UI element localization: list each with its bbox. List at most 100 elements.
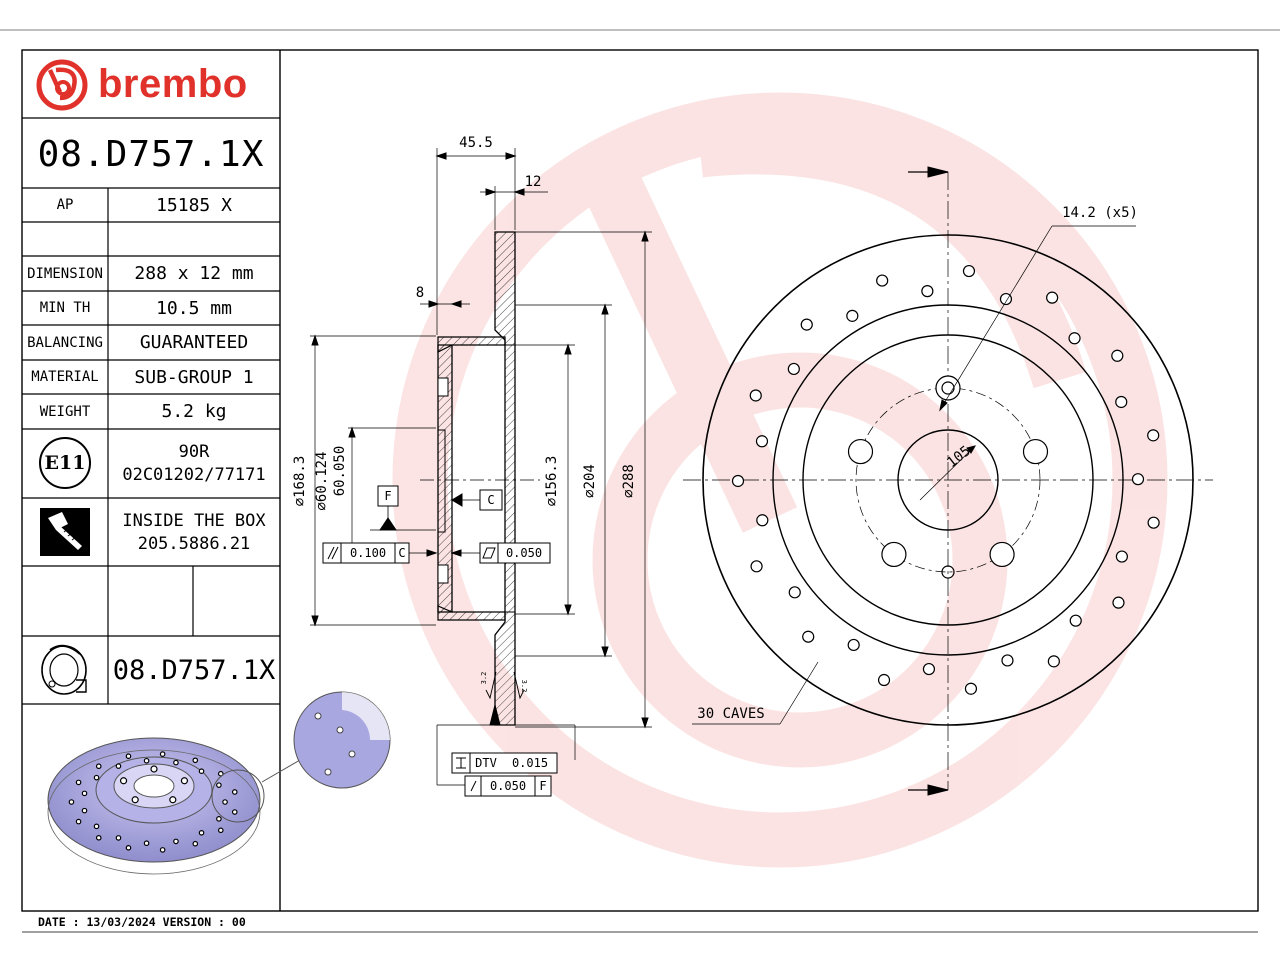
dia-204: ⌀204 (582, 464, 598, 498)
inside-box-line-2: 205.5886.21 (137, 534, 251, 554)
tol-dtv-label: DTV (475, 756, 497, 770)
dimension-value: 288 x 12 mm (134, 263, 254, 284)
cave-hole-3d (192, 840, 199, 847)
cave-hole (1115, 395, 1128, 409)
dia-156: ⌀156.3 (544, 455, 560, 507)
weight-value: 5.2 kg (161, 401, 227, 422)
cave-hole (999, 292, 1013, 306)
bolt-hole (935, 375, 961, 401)
min-th-label: MIN TH (39, 300, 91, 316)
cave-hole (755, 435, 769, 448)
cave-hole (1112, 596, 1125, 609)
cave-hole (964, 682, 978, 695)
title-block-grid (22, 117, 280, 705)
cave-hole (749, 389, 762, 402)
footer-date-version: DATE : 13/03/2024 VERSION : 00 (38, 915, 246, 929)
section-friction-ring (494, 231, 516, 726)
cave-hole (1001, 654, 1014, 667)
sheet-frame (21, 49, 1259, 912)
cave-hole-3d (217, 827, 224, 834)
dim-hat: 8 (415, 285, 425, 301)
tol-runout-ref: F (539, 779, 547, 793)
hole-callout: 14.2 (x5) (1062, 205, 1138, 221)
cave-hole-3d (192, 757, 199, 764)
approval-line-1: 90R (178, 442, 210, 462)
roughness-left: 3.2 (480, 671, 488, 685)
min-th-value: 10.5 mm (156, 297, 232, 319)
cave-hole-3d (95, 763, 102, 770)
bolt-hole-3d (131, 796, 139, 804)
cave-hole-3d (115, 835, 122, 841)
section-view (310, 148, 652, 797)
cave-hole (802, 630, 815, 643)
dia-60-upper: ⌀60.124 (314, 451, 330, 511)
cave-hole-3d (93, 774, 100, 781)
cave-hole (962, 264, 976, 278)
cave-hole (1069, 614, 1082, 627)
dia-60-lower: 60.050 (332, 445, 348, 497)
cave-hole (1115, 550, 1128, 563)
disc-wear-icon (41, 644, 87, 695)
cave-hole (1147, 516, 1160, 529)
cave-hole-3d (75, 818, 82, 825)
brand-name: brembo (98, 62, 248, 106)
bolt-hole-3d (119, 777, 128, 785)
cave-hole (921, 285, 934, 298)
bolt-hole (881, 541, 907, 568)
cave-hole-3d (216, 816, 222, 822)
weight-label: WEIGHT (39, 403, 91, 420)
screw-icon (40, 508, 90, 556)
bottom-part-number: 08.D757.1X (112, 654, 276, 686)
date-label: DATE : (38, 915, 80, 929)
cave-hole-3d (159, 847, 166, 853)
cave-hole (756, 514, 769, 527)
cave-hole-3d (198, 829, 205, 836)
cave-hole (750, 560, 763, 573)
cave-hole (1131, 473, 1145, 486)
cave-hole-3d (93, 823, 100, 830)
cave-hole-3d (95, 834, 102, 841)
cave-hole (788, 586, 801, 599)
date-value: 13/03/2024 (86, 915, 156, 929)
balancing-value: GUARANTEED (139, 332, 249, 353)
cave-hole-3d (231, 809, 238, 815)
tol-dtv: 0.015 (511, 756, 549, 770)
cave-hole-3d (125, 753, 132, 759)
cave-hole-3d (75, 779, 82, 786)
cave-hole (876, 274, 889, 287)
dim-width: 45.5 (459, 135, 493, 151)
brand-logo-icon (36, 59, 88, 111)
bolt-hole-3d (180, 777, 189, 785)
e11-label: E11 (44, 452, 86, 474)
disc-3d-illustration (47, 691, 391, 875)
cave-hole-3d (68, 799, 75, 805)
cave-hole-3d (159, 751, 166, 757)
bolt-hole-inner (941, 381, 955, 395)
cave-hole-3d (81, 807, 88, 814)
cave-hole-3d (198, 768, 205, 775)
cave-hole-3d (115, 763, 122, 769)
cave-hole-3d (143, 840, 150, 847)
balancing-label: BALANCING (27, 334, 103, 351)
cave-hole-3d (81, 790, 88, 797)
dia-288: ⌀288 (621, 464, 637, 498)
datum-f: F (384, 489, 392, 503)
cave-hole (731, 474, 745, 488)
bolt-hole-3d (169, 796, 177, 804)
cave-hole-3d (173, 759, 179, 766)
bolt-hole (1022, 438, 1049, 465)
cave-hole-3d (173, 838, 179, 845)
cave-hole (922, 662, 936, 676)
cave-hole (1068, 332, 1081, 345)
bolt-hole-3d (150, 765, 158, 773)
cave-hole (787, 362, 800, 376)
cave-hole (1147, 429, 1160, 442)
tol-runout: 0.050 (489, 779, 527, 793)
roughness-right: 3.2 (520, 679, 528, 693)
cave-hole (1111, 349, 1124, 362)
dia-168: ⌀168.3 (292, 455, 308, 507)
front-view (683, 166, 1213, 796)
material-label: MATERIAL (31, 369, 99, 385)
